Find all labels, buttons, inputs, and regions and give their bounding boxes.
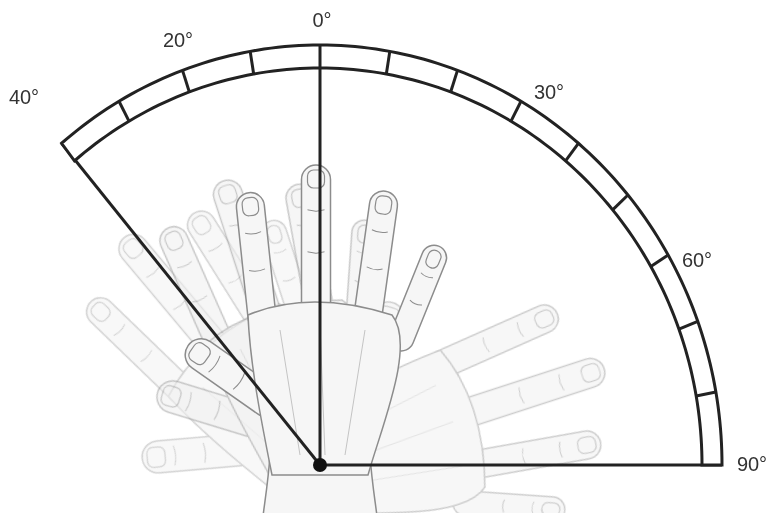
sector-line (62, 143, 320, 465)
knuckle-crease (521, 448, 525, 464)
scale-tick (679, 321, 698, 329)
finger-nail (580, 362, 602, 384)
knuckle-crease (482, 337, 490, 352)
knuckle-crease (173, 445, 176, 465)
knuckle-crease (372, 230, 388, 234)
knuckle-crease (249, 269, 265, 272)
finger-nail (89, 300, 113, 324)
scale-tick (319, 45, 322, 68)
angle-label: 0° (312, 10, 331, 30)
finger-nail (190, 213, 213, 237)
sector-line (319, 45, 322, 465)
knuckle-crease (177, 261, 192, 269)
knuckle-crease (146, 267, 160, 279)
knuckle-crease (141, 350, 153, 363)
finger-nail (186, 340, 212, 367)
scale-tick (183, 70, 190, 92)
finger-nail (242, 197, 260, 217)
sector-line (320, 464, 722, 467)
scale-tick (651, 255, 668, 267)
finger-nail (533, 308, 556, 330)
knuckle-crease (283, 277, 296, 282)
finger-nail (163, 229, 185, 252)
knuckle-crease (409, 300, 422, 306)
angle-label: 60° (682, 250, 712, 270)
palm (248, 302, 400, 475)
knuckle-crease (203, 443, 206, 463)
angle-label: 20° (163, 30, 193, 50)
angle-label: 40° (9, 87, 39, 107)
knuckle-crease (502, 499, 504, 512)
knuckle-crease (557, 374, 564, 391)
finger-nail (577, 436, 598, 455)
scale-tick (511, 101, 521, 121)
palm-tendon (280, 325, 365, 455)
angle-label: 90° (737, 454, 767, 474)
finger-nail (541, 502, 560, 513)
knuckle-crease (308, 252, 325, 254)
pivot-dot (313, 458, 327, 472)
knuckle-crease (517, 387, 524, 404)
scale-tick (613, 195, 628, 210)
knuckle-crease (209, 243, 223, 253)
scale-tick (566, 143, 579, 161)
scale-tick (250, 51, 253, 74)
scale-tick (451, 70, 458, 92)
knuckle-crease (308, 210, 325, 212)
scale-tick (119, 101, 129, 121)
finger-shape (302, 165, 331, 319)
knuckle-crease (185, 392, 192, 412)
knuckle-crease (192, 296, 207, 304)
finger-nail (374, 195, 392, 215)
knuckle-crease (532, 501, 534, 513)
knuckle-crease (245, 232, 261, 235)
finger-nail (217, 183, 239, 205)
knuckle-crease (420, 273, 433, 279)
finger-nail (146, 446, 166, 467)
knuckle-crease (209, 356, 222, 373)
angle-label: 30° (534, 82, 564, 102)
finger-nail (424, 248, 443, 270)
finger-nail (308, 170, 325, 188)
knuckle-crease (274, 249, 287, 254)
finger-nail (160, 384, 183, 408)
knuckle-crease (516, 322, 524, 337)
finger-nail (121, 236, 146, 261)
protractor-band (62, 45, 722, 465)
scale-tick (696, 392, 716, 396)
finger (302, 165, 331, 319)
knuckle-crease (366, 267, 382, 271)
scale-tick (386, 51, 389, 74)
knuckle-crease (214, 401, 221, 421)
knuckle-crease (558, 442, 562, 458)
knuckle-crease (114, 324, 126, 337)
knuckle-crease (233, 373, 246, 390)
hand-figure (19, 151, 426, 513)
